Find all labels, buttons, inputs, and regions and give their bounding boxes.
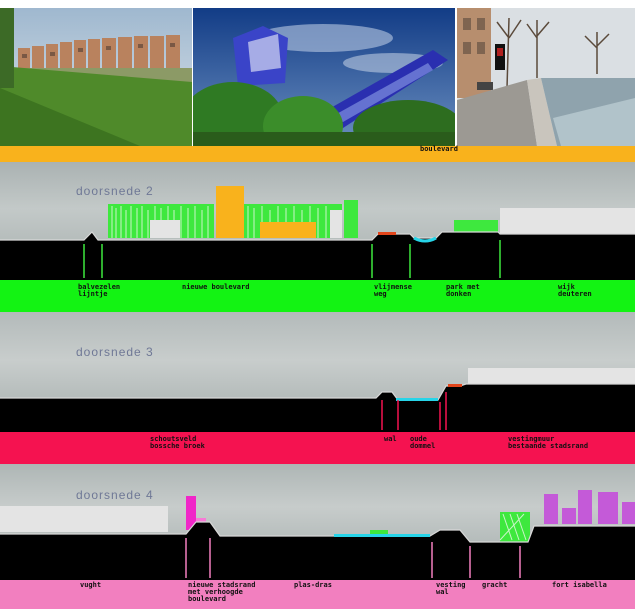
section-3-profile: [0, 368, 635, 464]
photo-canal-street: [457, 8, 635, 146]
section-4-label-plas-dras: plas-dras: [294, 581, 332, 589]
section-4-label-nieuwe-stadsrand: nieuwe stadsrand met verhoogde boulevard: [188, 581, 256, 603]
boulevard-band: [0, 146, 635, 162]
section-2-label-balvezelen: balvezelen lijntje: [78, 283, 121, 298]
photo-blue-glass-building: [193, 8, 455, 146]
section-2-profile: [0, 186, 635, 312]
section-4-profile: [0, 490, 635, 609]
boulevard-label: boulevard: [420, 145, 458, 153]
photo-housing-on-embankment: [0, 8, 192, 146]
section-2-label-vlijmense-weg: vlijmense weg: [374, 283, 412, 298]
section-4-label-gracht: gracht: [482, 581, 508, 589]
section-4-label-vesting-wal: vesting wal: [436, 581, 466, 596]
section-2-label-wijk-deuteren: wijk deuteren: [558, 283, 592, 298]
section-3-label-vestingmuur: vestingmuur bestaande stadsrand: [508, 435, 589, 450]
section-4-label-fort-isabella: fort isabella: [552, 581, 607, 589]
section-3-title: doorsnede 3: [76, 345, 154, 359]
section-2-label-park-met-donken: park met donken: [446, 283, 480, 298]
section-3-label-wal: wal: [384, 435, 397, 443]
section-4-title: doorsnede 4: [76, 488, 154, 502]
section-4-label-vught: vught: [80, 581, 102, 589]
section-3-label-oude-dommel: oude dommel: [410, 435, 436, 450]
section-2-label-nieuwe-boulevard: nieuwe boulevard: [182, 283, 250, 291]
section-2-title: doorsnede 2: [76, 184, 154, 198]
section-3-label-schoutsveld: schoutsveld bossche broek: [150, 435, 205, 450]
